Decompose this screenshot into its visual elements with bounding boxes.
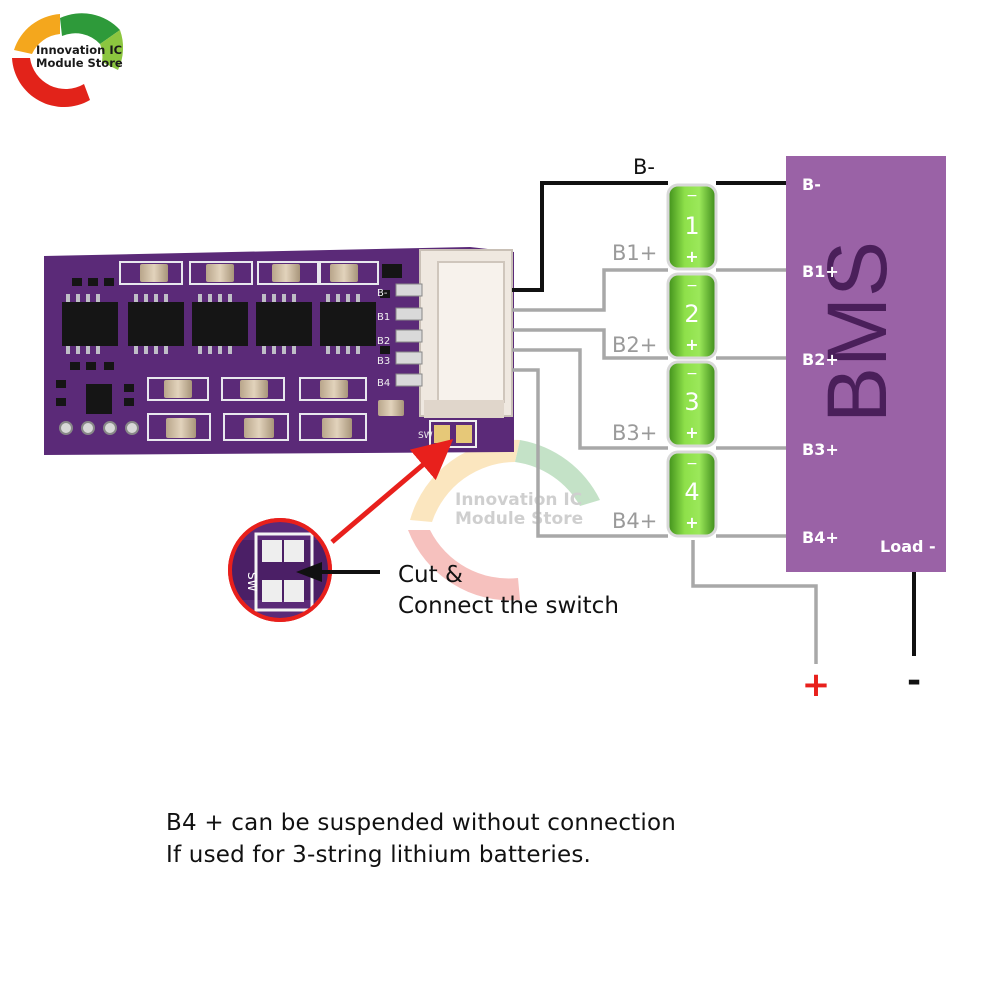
bms-body bbox=[786, 156, 946, 572]
battery-cell-4: − 4 + bbox=[666, 450, 718, 538]
battery-cell-1: − 1 + bbox=[666, 183, 718, 271]
bms-terminal-bminus: B- bbox=[802, 175, 821, 194]
resistors bbox=[56, 278, 390, 406]
pcb-label-b4: B4 bbox=[377, 378, 390, 389]
logo-leaf-green bbox=[60, 13, 120, 44]
pcb-label-b3: B3 bbox=[377, 356, 390, 367]
cell-3-minus: − bbox=[686, 366, 698, 382]
cell-2-minus: − bbox=[686, 278, 698, 294]
store-logo: Innovation IC Module Store bbox=[12, 13, 124, 108]
pcb-pin-labels: B- B1 B2 B3 B4 SW bbox=[377, 288, 433, 441]
watermark-line1: Innovation IC bbox=[455, 490, 582, 510]
footer-note-line1: B4 + can be suspended without connection bbox=[166, 810, 677, 836]
bms-terminal-b1: B1+ bbox=[802, 262, 839, 281]
inset-magnifier: SW bbox=[228, 518, 332, 622]
mounting-holes bbox=[59, 421, 139, 435]
battery-stack: − 1 + − 2 + − 3 + − 4 + bbox=[666, 183, 718, 538]
wire-label-b2: B2+ bbox=[612, 333, 657, 357]
pcb-label-sw: SW bbox=[418, 431, 433, 441]
red-arrow bbox=[330, 439, 454, 544]
silkscreen-outlines bbox=[119, 261, 379, 441]
inset-sw-label: SW bbox=[245, 572, 259, 592]
logo-leaf-lightgreen bbox=[100, 30, 124, 70]
wire-bminus-left bbox=[512, 181, 668, 292]
cell-1-plus: + bbox=[685, 247, 698, 266]
pcb-label-b1: B1 bbox=[377, 312, 390, 323]
wire-b2-left bbox=[512, 328, 668, 360]
bms-terminal-b2: B2+ bbox=[802, 350, 839, 369]
wire-label-b3: B3+ bbox=[612, 421, 657, 445]
watermark-line2: Module Store bbox=[455, 509, 583, 529]
wire-labels: B- B1+ B2+ B3+ B4+ bbox=[612, 155, 657, 533]
capacitors bbox=[140, 264, 404, 438]
battery-cell-2: − 2 + bbox=[666, 272, 718, 360]
battery-cell-3: − 3 + bbox=[666, 360, 718, 448]
cell-3-plus: + bbox=[685, 423, 698, 442]
bms-load-label: Load - bbox=[880, 537, 936, 556]
cell-3-number: 3 bbox=[684, 388, 699, 416]
wire-label-b4: B4+ bbox=[612, 509, 657, 533]
cell-4-plus: + bbox=[685, 513, 698, 532]
pcb-label-b2: B2 bbox=[377, 336, 390, 347]
cell-1-number: 1 bbox=[684, 212, 699, 240]
pcb-label-bminus: B- bbox=[377, 288, 388, 299]
logo-leaf-red bbox=[12, 58, 90, 108]
output-minus: - bbox=[907, 661, 921, 701]
bms-terminal-b4: B4+ bbox=[802, 528, 839, 547]
jst-connector bbox=[395, 249, 513, 418]
wire-output-plus bbox=[691, 540, 818, 664]
annotation-line1: Cut & bbox=[398, 562, 463, 588]
annotation-line2: Connect the switch bbox=[398, 593, 619, 619]
protection-board: B- B1 B2 B3 B4 SW bbox=[44, 247, 514, 455]
cell-4-minus: − bbox=[686, 456, 698, 472]
wire-label-b1: B1+ bbox=[612, 241, 657, 265]
output-plus: + bbox=[802, 665, 831, 705]
logo-text-line1: Innovation IC bbox=[36, 43, 122, 57]
wires bbox=[512, 181, 916, 664]
cell-4-number: 4 bbox=[684, 478, 699, 506]
cell-1-minus: − bbox=[686, 188, 698, 204]
cell-2-number: 2 bbox=[684, 300, 699, 328]
wire-b1-left bbox=[512, 268, 668, 312]
cell-2-plus: + bbox=[685, 335, 698, 354]
bms-title: BMS bbox=[810, 241, 904, 423]
logo-leaf-orange bbox=[14, 14, 60, 54]
watermark: Innovation IC Module Store bbox=[408, 439, 600, 601]
wire-label-bminus: B- bbox=[633, 155, 655, 179]
logo-text-line2: Module Store bbox=[36, 56, 123, 70]
black-arrow bbox=[296, 562, 380, 582]
footer-note-line2: If used for 3-string lithium batteries. bbox=[166, 842, 592, 868]
wire-b3-left bbox=[512, 348, 668, 450]
mosfet-chips bbox=[62, 264, 402, 414]
bms-block: BMS B- B1+ B2+ B3+ B4+ Load - bbox=[786, 156, 946, 572]
wire-b4-left bbox=[512, 368, 668, 538]
bms-terminal-b3: B3+ bbox=[802, 440, 839, 459]
